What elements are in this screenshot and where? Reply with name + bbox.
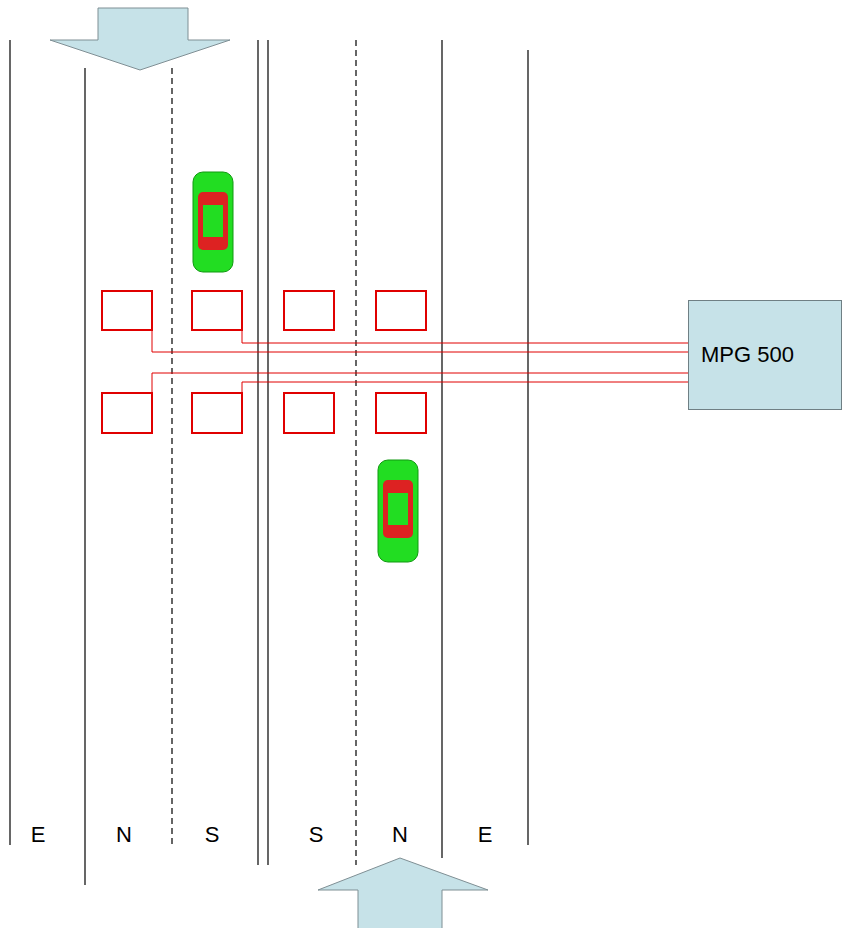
lane-label: S <box>309 822 324 848</box>
lane-lines <box>10 40 528 885</box>
direction-arrow <box>318 858 488 928</box>
car <box>378 460 418 562</box>
loop-detectors <box>102 291 426 433</box>
loop-wires <box>152 330 688 393</box>
lane-label: S <box>205 822 220 848</box>
device-label: MPG 500 <box>701 342 794 368</box>
controller-box: MPG 500 <box>688 300 842 410</box>
lane-label: N <box>392 822 408 848</box>
lane-label: E <box>31 822 46 848</box>
lane-label: E <box>478 822 493 848</box>
lane-label: N <box>116 822 132 848</box>
direction-arrow <box>50 8 230 70</box>
car <box>193 172 233 272</box>
